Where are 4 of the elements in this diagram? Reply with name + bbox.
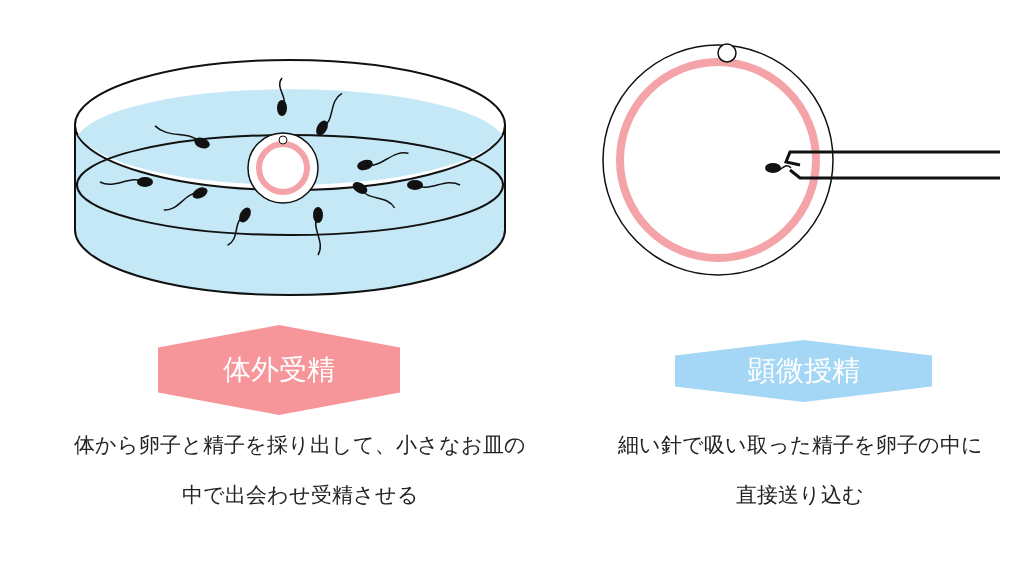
description-text: 体から卵子と精子を採り出して、小さなお皿の中で出会わせ受精させる bbox=[73, 432, 527, 509]
hexagon-banner: 体外受精 bbox=[158, 325, 400, 415]
description-text: 細い針で吸い取った精子を卵子の中に直接送り込む bbox=[616, 432, 984, 509]
hexagon-banner: 顕微授精 bbox=[675, 340, 932, 402]
